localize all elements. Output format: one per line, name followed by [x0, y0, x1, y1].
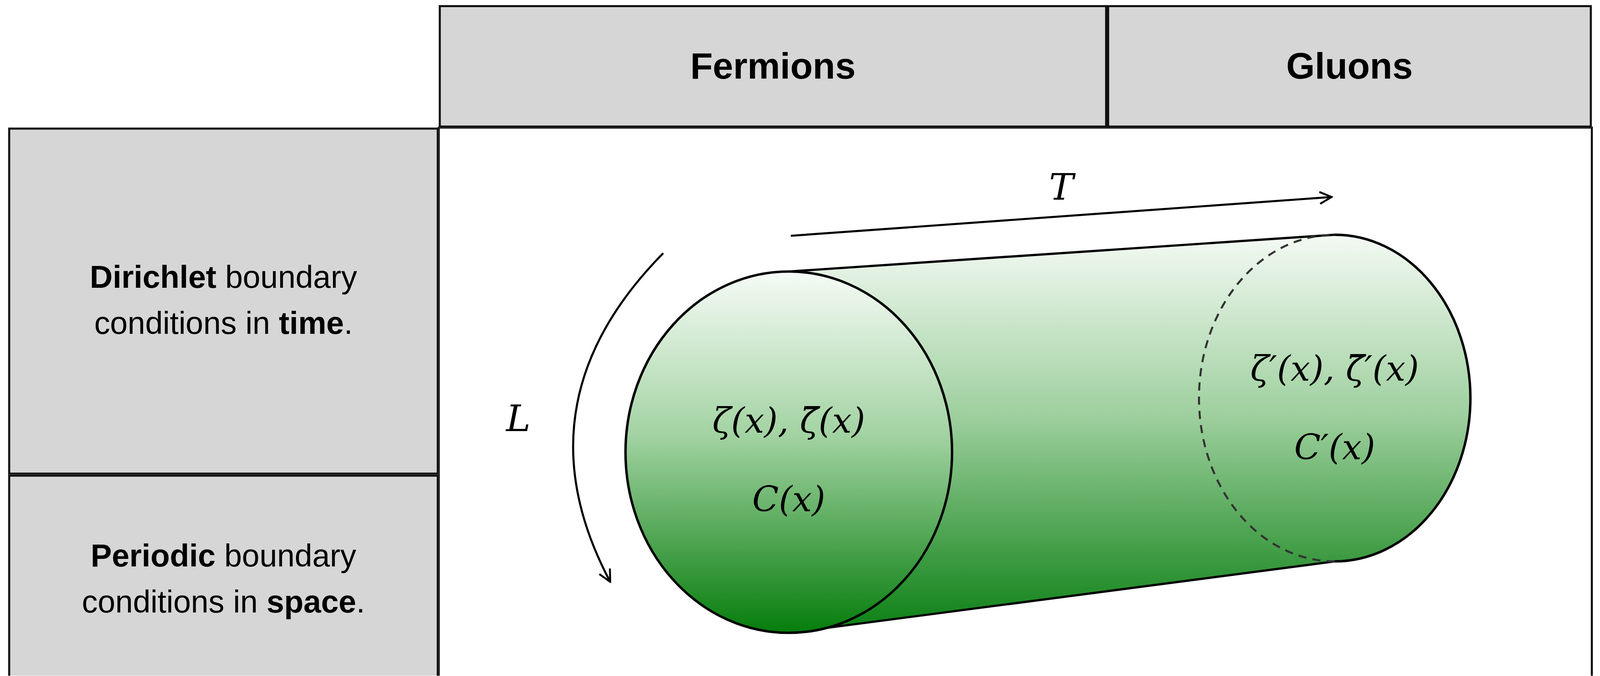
column-header: Fermions: [438, 5, 1108, 128]
field-symbol: C(x): [752, 478, 826, 521]
face-outline: [625, 271, 952, 633]
row-label: Dirichlet boundary conditions in time.: [55, 255, 393, 347]
field-symbol: C′(x): [1294, 426, 1375, 469]
face-outline: [1198, 234, 1471, 562]
row-header: Periodic boundary conditions in space.: [8, 474, 439, 676]
face-ellipse-hidden: [1198, 234, 1335, 562]
field-symbol: ζ(x), ζ̄(x): [712, 400, 866, 443]
cylinder-end-face: ζ′(x), ζ̄′(x) C′(x): [1198, 234, 1471, 562]
space-extent-label: L: [506, 397, 531, 440]
field-symbol: ζ′(x), ζ̄′(x): [1250, 348, 1420, 390]
row-header: Dirichlet boundary conditions in time.: [8, 127, 439, 475]
column-label: Fermions: [690, 44, 856, 88]
cylinder-top-edge: [788, 234, 1335, 272]
column-label: Gluons: [1286, 44, 1413, 88]
face-ellipse: [625, 271, 952, 633]
time-extent-label: T: [1048, 165, 1074, 208]
face-ellipse-front: [1334, 234, 1471, 562]
row-label: Periodic boundary conditions in space.: [55, 533, 393, 625]
figure-panel: [438, 127, 1593, 676]
cylinder-start-face: ζ(x), ζ̄(x) C(x): [625, 271, 952, 633]
column-header: Gluons: [1107, 5, 1592, 128]
